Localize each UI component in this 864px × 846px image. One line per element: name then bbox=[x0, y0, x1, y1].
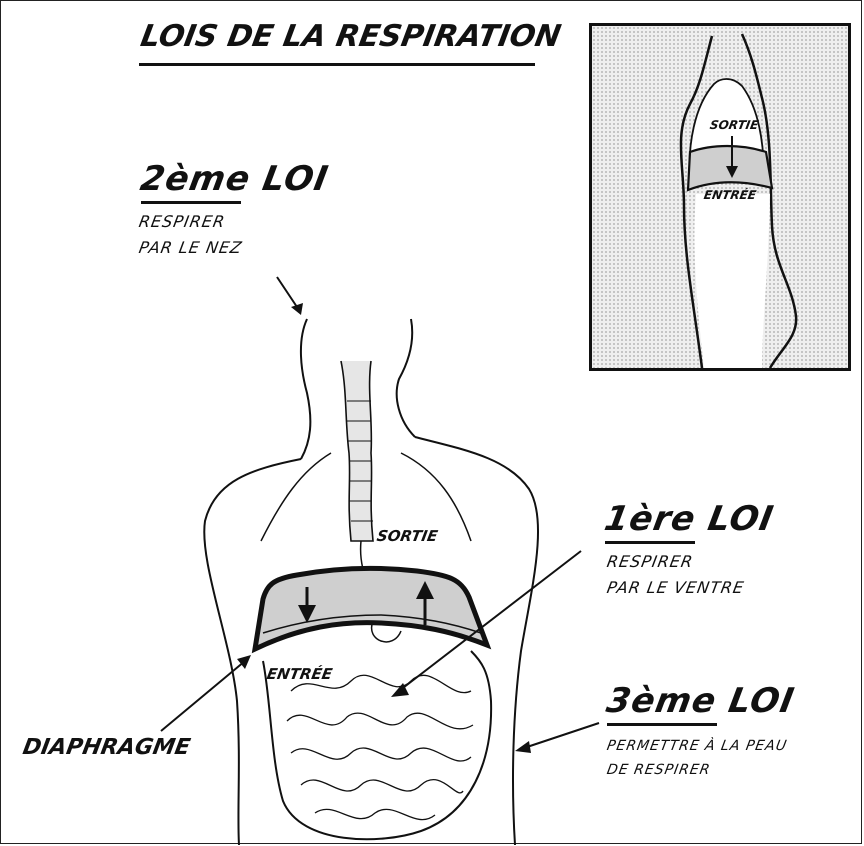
arrow-skin-head bbox=[515, 741, 531, 753]
law3-underline bbox=[607, 723, 717, 726]
law2-heading: 2ème LOI bbox=[137, 159, 331, 199]
intestines bbox=[287, 675, 473, 819]
label-diaphragme: DIAPHRAGME bbox=[21, 735, 192, 760]
law3-line2: DE RESPIRER bbox=[605, 759, 712, 781]
neck-left-outline bbox=[301, 319, 310, 459]
label-sortie: SORTIE bbox=[375, 527, 439, 545]
law1-heading: 1ère LOI bbox=[601, 499, 776, 539]
arrow-nose bbox=[277, 277, 297, 307]
arrow-diaphragm bbox=[161, 661, 245, 731]
law1-line2: PAR LE VENTRE bbox=[605, 577, 746, 599]
neck-right-outline bbox=[397, 319, 415, 437]
law3-line1: PERMETTRE À LA PEAU bbox=[605, 735, 789, 757]
law2-line1: RESPIRER bbox=[137, 211, 227, 233]
arrow-nose-head bbox=[291, 303, 303, 315]
diaphragm-band bbox=[255, 568, 487, 649]
trachea bbox=[341, 361, 373, 541]
law1-underline bbox=[605, 541, 695, 544]
law2-underline bbox=[141, 201, 241, 204]
law2-line2: PAR LE NEZ bbox=[137, 237, 244, 259]
law3-heading: 3ème LOI bbox=[603, 681, 797, 721]
label-entree: ENTRÉE bbox=[265, 665, 333, 683]
arrow-skin bbox=[521, 723, 599, 749]
law1-line1: RESPIRER bbox=[605, 551, 695, 573]
